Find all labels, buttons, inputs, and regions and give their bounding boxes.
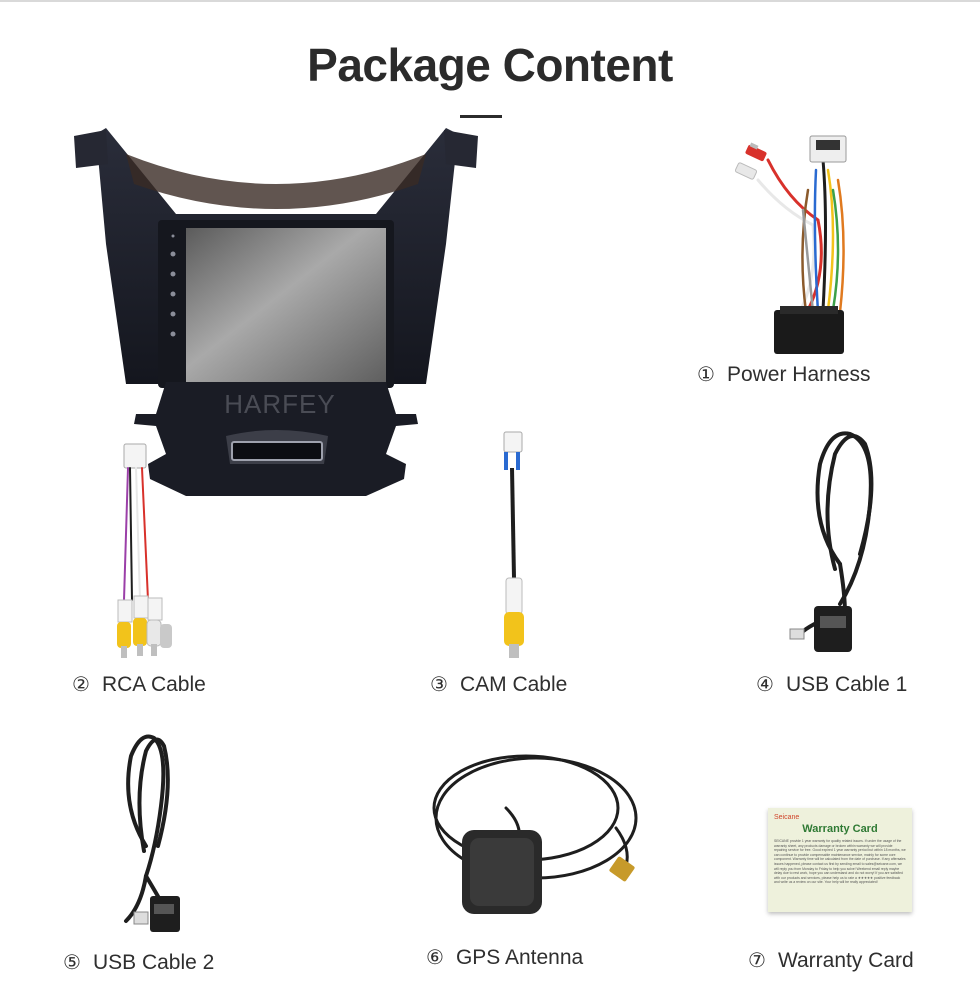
item-number: ① xyxy=(697,362,715,386)
item-label: USB Cable 1 xyxy=(785,673,908,696)
gps-antenna-image xyxy=(432,754,638,914)
usb-cable-1-image xyxy=(789,431,874,652)
top-divider-line xyxy=(0,0,980,2)
item-number: ⑤ xyxy=(63,950,81,974)
item-caption-rca-cable: ② RCA Cable xyxy=(72,672,206,697)
warranty-card-brand: Seicane xyxy=(774,814,800,821)
item-caption-cam-cable: ③ CAM Cable xyxy=(430,672,567,697)
title-underline xyxy=(460,115,502,118)
item-number: ⑦ xyxy=(748,948,766,972)
item-label: USB Cable 2 xyxy=(92,951,215,974)
item-label: Warranty Card xyxy=(777,949,914,972)
rca-cable-image xyxy=(117,443,172,658)
warranty-card-body: SEICANE provide 1 year warranty for qual… xyxy=(774,839,906,885)
item-number: ⑥ xyxy=(426,945,444,969)
item-caption-gps-antenna: ⑥ GPS Antenna xyxy=(426,945,583,970)
item-caption-power-harness: ① Power Harness xyxy=(697,362,871,387)
item-label: GPS Antenna xyxy=(455,946,584,969)
cam-cable-image xyxy=(503,431,524,658)
usb-cable-2-image xyxy=(124,734,180,932)
item-label: CAM Cable xyxy=(459,673,568,696)
warranty-card-image: Seicane Warranty Card SEICANE provide 1 … xyxy=(768,808,912,912)
page-title: Package Content xyxy=(307,39,673,91)
item-caption-usb-cable-1: ④ USB Cable 1 xyxy=(756,672,907,697)
item-number: ③ xyxy=(430,672,448,696)
warranty-card-heading: Warranty Card xyxy=(802,823,878,835)
head-unit-image: HARFEY xyxy=(74,128,478,496)
item-number: ④ xyxy=(756,672,774,696)
item-label: Power Harness xyxy=(726,363,871,386)
item-caption-warranty-card: ⑦ Warranty Card xyxy=(748,948,914,973)
power-harness-image xyxy=(734,135,847,354)
item-caption-usb-cable-2: ⑤ USB Cable 2 xyxy=(63,950,214,975)
harfey-logo-text: HARFEY xyxy=(224,389,335,419)
item-number: ② xyxy=(72,672,90,696)
item-label: RCA Cable xyxy=(101,673,206,696)
